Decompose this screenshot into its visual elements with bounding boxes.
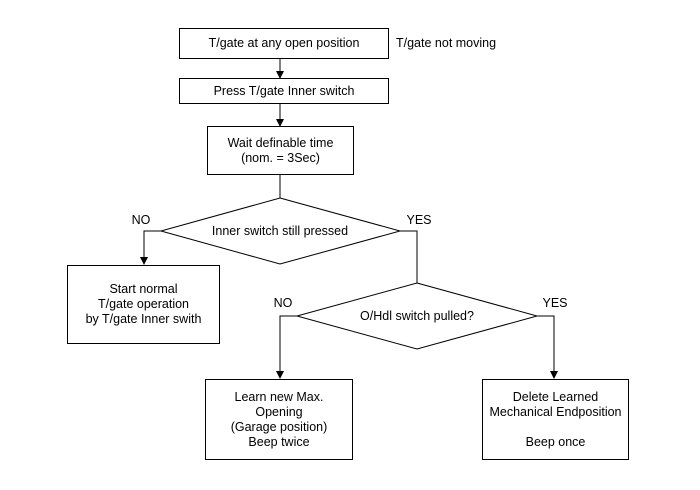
wait-box-line-1: Wait definable time bbox=[227, 135, 334, 150]
start-box-line: T/gate at any open position bbox=[208, 36, 360, 50]
learn-box-line-4: Beep twice bbox=[248, 434, 310, 449]
learn-box-line-2: Opening bbox=[255, 404, 303, 419]
wait-time-box: Wait definable time (nom. = 3Sec) bbox=[207, 126, 354, 175]
wait-box-line-2: (nom. = 3Sec) bbox=[241, 150, 320, 165]
ohdl-switch-decision-diamond bbox=[295, 282, 539, 350]
learn-box-line-3: (Garage position) bbox=[230, 419, 328, 434]
start-box: T/gate at any open position bbox=[179, 28, 389, 59]
ohdl-decision-yes-label: YES bbox=[542, 295, 568, 310]
normal-box-line-3: by T/gate Inner swith bbox=[85, 312, 202, 326]
inner-switch-decision-label: Inner switch still pressed bbox=[211, 223, 349, 238]
press-inner-switch-box: Press T/gate Inner switch bbox=[179, 78, 389, 104]
edge-inner-no-to-normal bbox=[140, 230, 161, 265]
normal-box-line-1: Start normal bbox=[109, 282, 178, 296]
edge-ohdl-yes-to-delete bbox=[537, 315, 558, 379]
start-normal-operation-box: Start normal T/gate operation by T/gate … bbox=[67, 265, 220, 344]
edge-ohdl-no-to-learn bbox=[276, 315, 297, 379]
edge-inner-yes-to-ohdl-decision bbox=[400, 230, 418, 283]
delete-box-line-2: Mechanical Endposition bbox=[489, 404, 622, 419]
learn-box-line-1: Learn new Max. bbox=[234, 389, 324, 404]
not-moving-annotation: T/gate not moving bbox=[396, 35, 497, 50]
inner-decision-no-label: NO bbox=[131, 212, 151, 227]
inner-decision-yes-label: YES bbox=[406, 212, 432, 227]
learn-max-opening-box: Learn new Max. Opening (Garage position)… bbox=[205, 379, 353, 460]
inner-switch-decision-diamond bbox=[159, 197, 402, 265]
press-box-line: Press T/gate Inner switch bbox=[213, 83, 355, 98]
ohdl-switch-decision-label: O/Hdl switch pulled? bbox=[360, 308, 474, 323]
delete-box-line-1: Delete Learned bbox=[512, 389, 599, 404]
delete-endposition-box: Delete Learned Mechanical Endposition Be… bbox=[482, 379, 629, 460]
delete-box-line-4: Beep once bbox=[525, 434, 586, 449]
normal-box-line-2: T/gate operation bbox=[97, 297, 190, 311]
ohdl-decision-no-label: NO bbox=[273, 295, 293, 310]
